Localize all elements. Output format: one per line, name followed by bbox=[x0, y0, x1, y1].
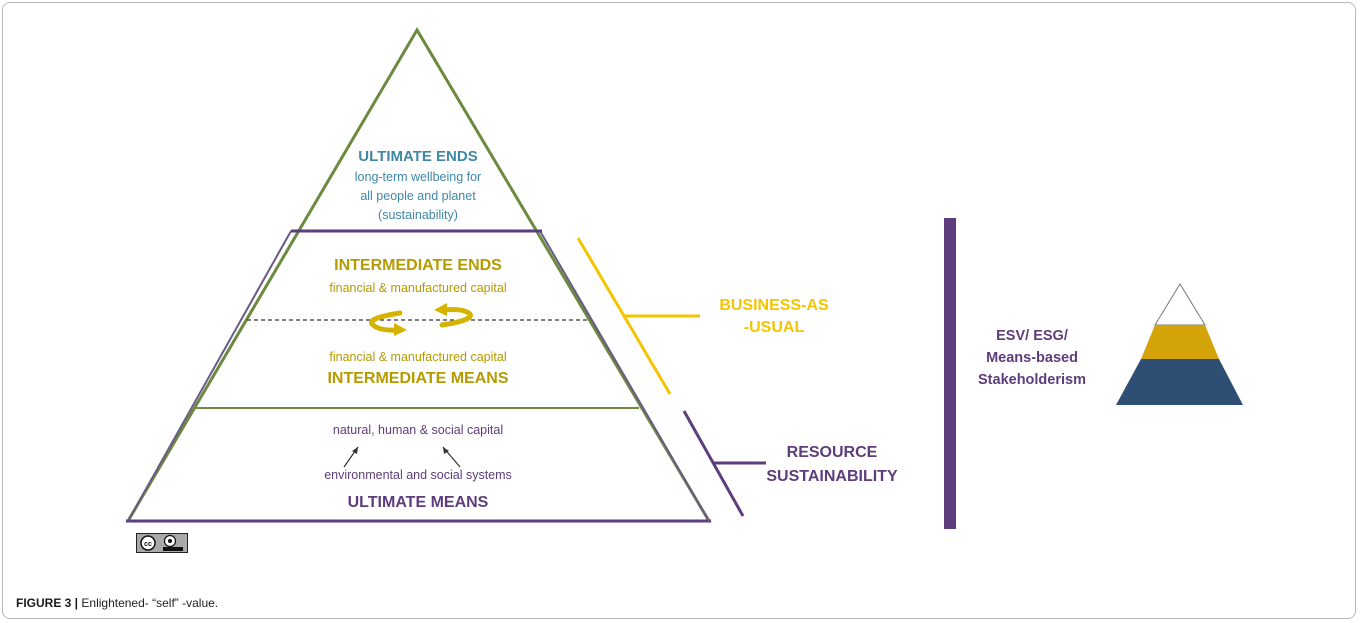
intermediate-ends-title: INTERMEDIATE ENDS bbox=[334, 257, 502, 274]
ultimate-ends-title: ULTIMATE ENDS bbox=[358, 148, 478, 165]
resource-sustainability-line-1: RESOURCE bbox=[786, 444, 878, 461]
intermediate-means-subtitle: financial & manufactured capital bbox=[329, 350, 507, 364]
cc-license-badge: cc bbox=[136, 533, 188, 553]
figure-caption-text: Enlightened- “self” -value. bbox=[81, 596, 219, 610]
ultimate-ends-line-2: all people and planet bbox=[360, 189, 476, 203]
intermediate-means-title: INTERMEDIATE MEANS bbox=[327, 370, 509, 387]
esv-label-line-1: ESV/ ESG/ bbox=[996, 328, 1068, 344]
ultimate-means-bottom-line: environmental and social systems bbox=[324, 468, 512, 482]
pyramid-right-lower bbox=[539, 230, 710, 522]
figure-caption-prefix: FIGURE 3 | bbox=[16, 596, 79, 610]
ultimate-ends-line-1: long-term wellbeing for bbox=[354, 170, 482, 184]
intermediate-ends-subtitle: financial & manufactured capital bbox=[329, 281, 507, 295]
business-as-usual-line-1: BUSINESS-AS bbox=[719, 297, 829, 314]
pyramid-outline bbox=[125, 27, 712, 523]
ultimate-ends-line-3: (sustainability) bbox=[378, 208, 458, 222]
pyramid-left-lower bbox=[127, 230, 292, 522]
cycle-arrows-icon bbox=[369, 303, 473, 336]
figure-caption: FIGURE 3 | Enlightened- “self” -value. bbox=[16, 596, 218, 610]
mini-pyramid bbox=[1116, 283, 1243, 405]
resource-sustainability-line-2: SUSTAINABILITY bbox=[766, 468, 898, 485]
esv-bar bbox=[944, 218, 956, 529]
esv-label-line-3: Stakeholderism bbox=[978, 372, 1086, 388]
esv-label-line-2: Means-based bbox=[986, 350, 1078, 366]
ultimate-means-top-line: natural, human & social capital bbox=[332, 423, 504, 437]
ultimate-means-title: ULTIMATE MEANS bbox=[347, 494, 489, 511]
business-as-usual-line-2: -USUAL bbox=[743, 319, 805, 336]
cc-by-sa-icon: cc bbox=[137, 534, 187, 552]
svg-text:cc: cc bbox=[144, 541, 152, 548]
